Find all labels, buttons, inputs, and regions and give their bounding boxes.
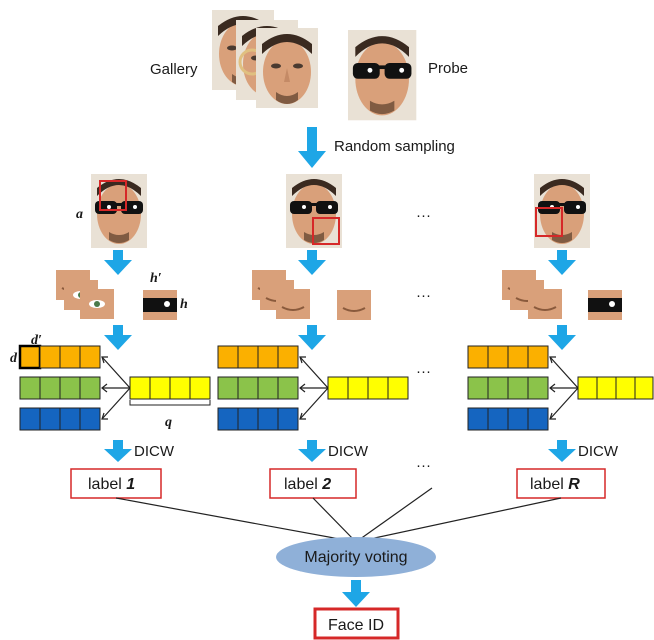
- majority-voting-ellipse: [276, 537, 436, 577]
- q-brace-1: [129, 400, 211, 406]
- blue-row-r: [467, 407, 549, 431]
- sampling-arrow: [298, 127, 326, 168]
- q-label: q: [165, 415, 172, 430]
- arrow-ra: [548, 250, 576, 275]
- patch-stack-r: [501, 269, 563, 320]
- probe-label: Probe: [428, 60, 468, 77]
- arrow-2a: [298, 250, 326, 275]
- ellipsis-row-patch: ···: [416, 287, 431, 304]
- arrow-2b: [298, 325, 326, 350]
- probe-face-1: [91, 174, 147, 248]
- probe-face-2: [286, 174, 342, 248]
- gallery-label: Gallery: [150, 61, 198, 78]
- connector-arrows-r: [549, 356, 579, 420]
- patch-single-r: [588, 290, 622, 320]
- yellow-row-1: [129, 376, 211, 400]
- probe-face-image: [348, 30, 417, 121]
- ellipsis-row-face: ···: [416, 207, 431, 224]
- d-prime-label: d′: [31, 333, 42, 348]
- a-label: a: [76, 207, 83, 222]
- patch-stack-1: [55, 269, 114, 319]
- patch-single-2: [336, 289, 372, 321]
- green-row-2: [217, 376, 299, 400]
- arrow-1c: [104, 440, 132, 462]
- label-r-text: label R: [530, 476, 580, 493]
- gallery-face-stack: [212, 10, 318, 108]
- probe-face-r: [534, 174, 590, 248]
- dicw-label-2: DICW: [328, 443, 369, 460]
- d-label: d: [10, 351, 18, 366]
- yellow-row-2: [327, 376, 409, 400]
- majority-voting-label: Majority voting: [304, 549, 407, 566]
- arrow-rc: [548, 440, 576, 462]
- label-box-r: [516, 468, 606, 499]
- arrow-rb: [548, 325, 576, 350]
- label-2-text: label 2: [284, 476, 331, 493]
- blue-row-2: [217, 407, 299, 431]
- connector-arrows-1: [101, 356, 131, 420]
- branch-2: DICW label 2: [217, 174, 409, 499]
- arrow-1b: [104, 325, 132, 350]
- voting-lines: [115, 487, 562, 543]
- patch-single-1: [143, 290, 177, 320]
- h-label: h: [180, 297, 188, 312]
- face-id-label: Face ID: [328, 617, 384, 634]
- sampling-label: Random sampling: [334, 138, 455, 155]
- ellipsis-row-label: ···: [416, 457, 431, 474]
- connector-arrows-2: [299, 356, 329, 420]
- dicw-label-r: DICW: [578, 443, 619, 460]
- dicw-label-1: DICW: [134, 443, 175, 460]
- orange-row-r: [467, 345, 549, 369]
- orange-row-1: [18, 344, 101, 370]
- arrow-1a: [104, 250, 132, 275]
- label-1-text: label 1: [88, 476, 135, 493]
- result-arrow: [342, 580, 370, 607]
- ellipsis-row-vector: ···: [416, 363, 431, 380]
- blue-row-1: [19, 407, 101, 431]
- branch-r: DICW label R: [467, 174, 654, 499]
- orange-row-2: [217, 345, 299, 369]
- green-row-r: [467, 376, 549, 400]
- h-prime-label: h′: [150, 271, 162, 286]
- green-row-1: [19, 376, 101, 400]
- arrow-2c: [298, 440, 326, 462]
- face-id-box: [313, 607, 400, 640]
- branch-1: a′ a h′ h d′ d: [10, 174, 211, 499]
- label-box-1: [70, 468, 162, 499]
- patch-stack-2: [251, 269, 311, 320]
- yellow-row-r: [577, 376, 654, 400]
